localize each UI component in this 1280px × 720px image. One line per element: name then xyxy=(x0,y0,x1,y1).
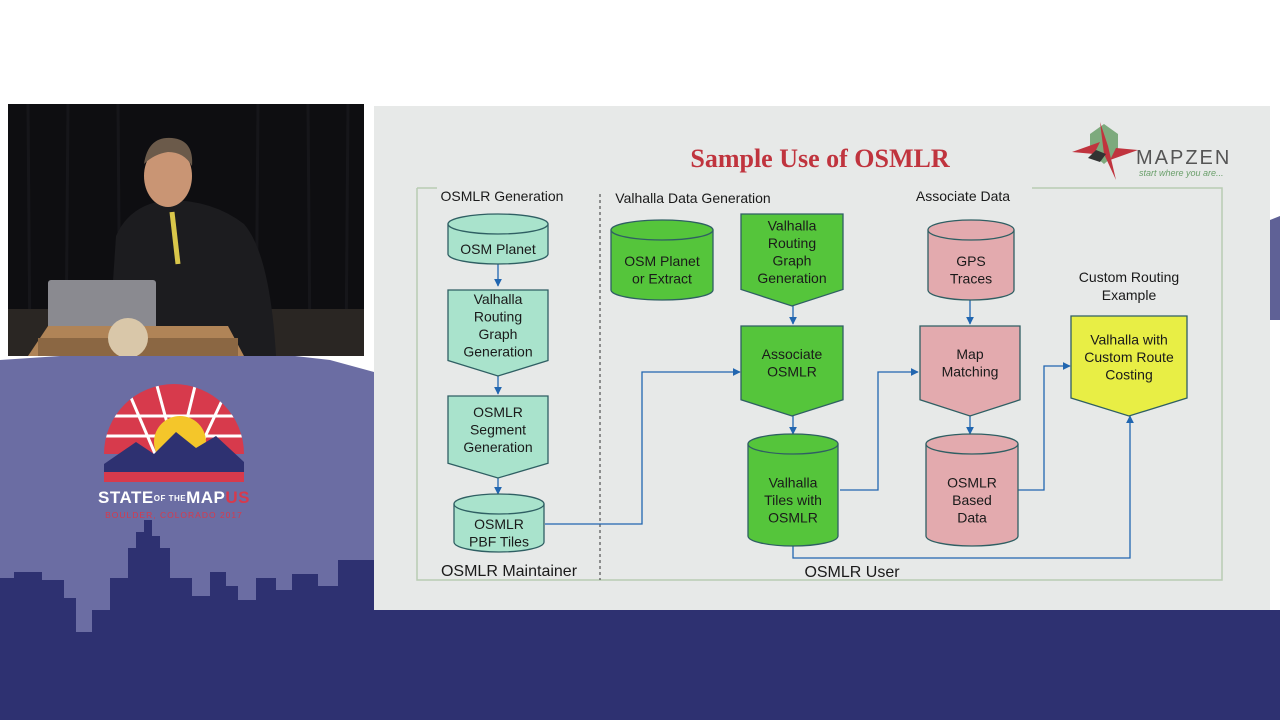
mapzen-logo: MAPZEN start where you are... xyxy=(1072,122,1231,180)
edge-tiles-to-costing xyxy=(792,415,1134,559)
node-label-line: Routing xyxy=(768,235,816,251)
mapzen-tagline: start where you are... xyxy=(1139,168,1224,178)
node-label-line: OSMLR xyxy=(474,516,524,532)
conference-title: STATEOF THEMAPUS xyxy=(96,488,252,508)
node-gps-traces: GPS Traces xyxy=(927,219,1015,301)
flow-diagram: Sample Use of OSMLR MAPZEN start where y… xyxy=(416,122,1231,581)
title-of: OF xyxy=(153,494,166,504)
title-state: STATE xyxy=(98,488,154,507)
speaker-video xyxy=(8,104,364,356)
node-label-line: Valhalla xyxy=(768,217,817,233)
title-map: MAP xyxy=(186,488,226,507)
node-label-line: Routing xyxy=(474,308,522,324)
slide-title: Sample Use of OSMLR xyxy=(690,144,950,173)
presentation-slide: Sample Use of OSMLR MAPZEN start where y… xyxy=(374,106,1270,610)
label-osmlr-user: OSMLR User xyxy=(804,564,900,581)
node-label-line: or Extract xyxy=(632,271,692,287)
edge-pbf-to-associate xyxy=(545,368,741,525)
node-label-line: Map xyxy=(956,346,983,362)
node-label-line: PBF Tiles xyxy=(469,534,529,550)
title-us: US xyxy=(225,488,250,507)
mapzen-wordmark: MAPZEN xyxy=(1136,147,1231,169)
edge-tiles-to-matching xyxy=(840,368,919,491)
node-osm-planet: OSM Planet xyxy=(447,213,549,265)
label-custom-routing: Custom Routing xyxy=(1079,269,1179,285)
node-label-line: Tiles with xyxy=(764,492,822,508)
label-valhalla-data-generation: Valhalla Data Generation xyxy=(615,190,770,206)
node-label-line: Based xyxy=(952,492,992,508)
node-label-line: Costing xyxy=(1105,366,1152,382)
conference-location: BOULDER, COLORADO 2017 xyxy=(105,510,243,520)
node-label-line: OSMLR xyxy=(473,404,523,420)
node-label-line: Custom Route xyxy=(1084,349,1174,365)
node-pbf-tiles: OSMLR PBF Tiles xyxy=(453,493,545,553)
node-label-line: Associate xyxy=(762,346,823,362)
label-associate-data: Associate Data xyxy=(916,188,1010,204)
node-label-line: OSM Planet xyxy=(624,253,700,269)
label-custom-routing-example: Example xyxy=(1102,287,1157,303)
compass-icon xyxy=(1072,122,1138,180)
node-label-line: Graph xyxy=(479,326,518,342)
node-label-line: Generation xyxy=(463,439,532,455)
node-label-line: OSMLR xyxy=(768,509,818,525)
conference-logo: STATEOF THEMAPUS BOULDER, COLORADO 2017 xyxy=(96,376,252,526)
label-osmlr-generation: OSMLR Generation xyxy=(441,188,564,204)
node-label-line: Valhalla with xyxy=(1090,331,1168,347)
edge-based-to-costing xyxy=(1018,362,1071,491)
node-label-line: GPS xyxy=(956,253,986,269)
node-label-line: Valhalla xyxy=(769,474,818,490)
title-of-the: OF THE xyxy=(154,494,186,503)
node-label-line: Generation xyxy=(463,343,532,359)
label-osmlr-maintainer: OSMLR Maintainer xyxy=(441,563,578,580)
node-label-line: OSMLR xyxy=(947,474,997,490)
connectors xyxy=(494,264,1134,559)
node-osm-extract: OSM Planet or Extract xyxy=(610,219,714,301)
node-label-line: Traces xyxy=(950,271,992,287)
node-label-line: OSM Planet xyxy=(460,241,536,257)
node-label-line: OSMLR xyxy=(767,364,817,380)
node-label-line: Generation xyxy=(757,270,826,286)
node-label-line: Graph xyxy=(773,252,812,268)
node-label-line: Data xyxy=(957,509,987,525)
node-label-line: Valhalla xyxy=(474,291,523,307)
title-the: THE xyxy=(168,494,187,504)
node-label-line: Segment xyxy=(470,422,526,438)
node-label-line: Matching xyxy=(942,364,999,380)
